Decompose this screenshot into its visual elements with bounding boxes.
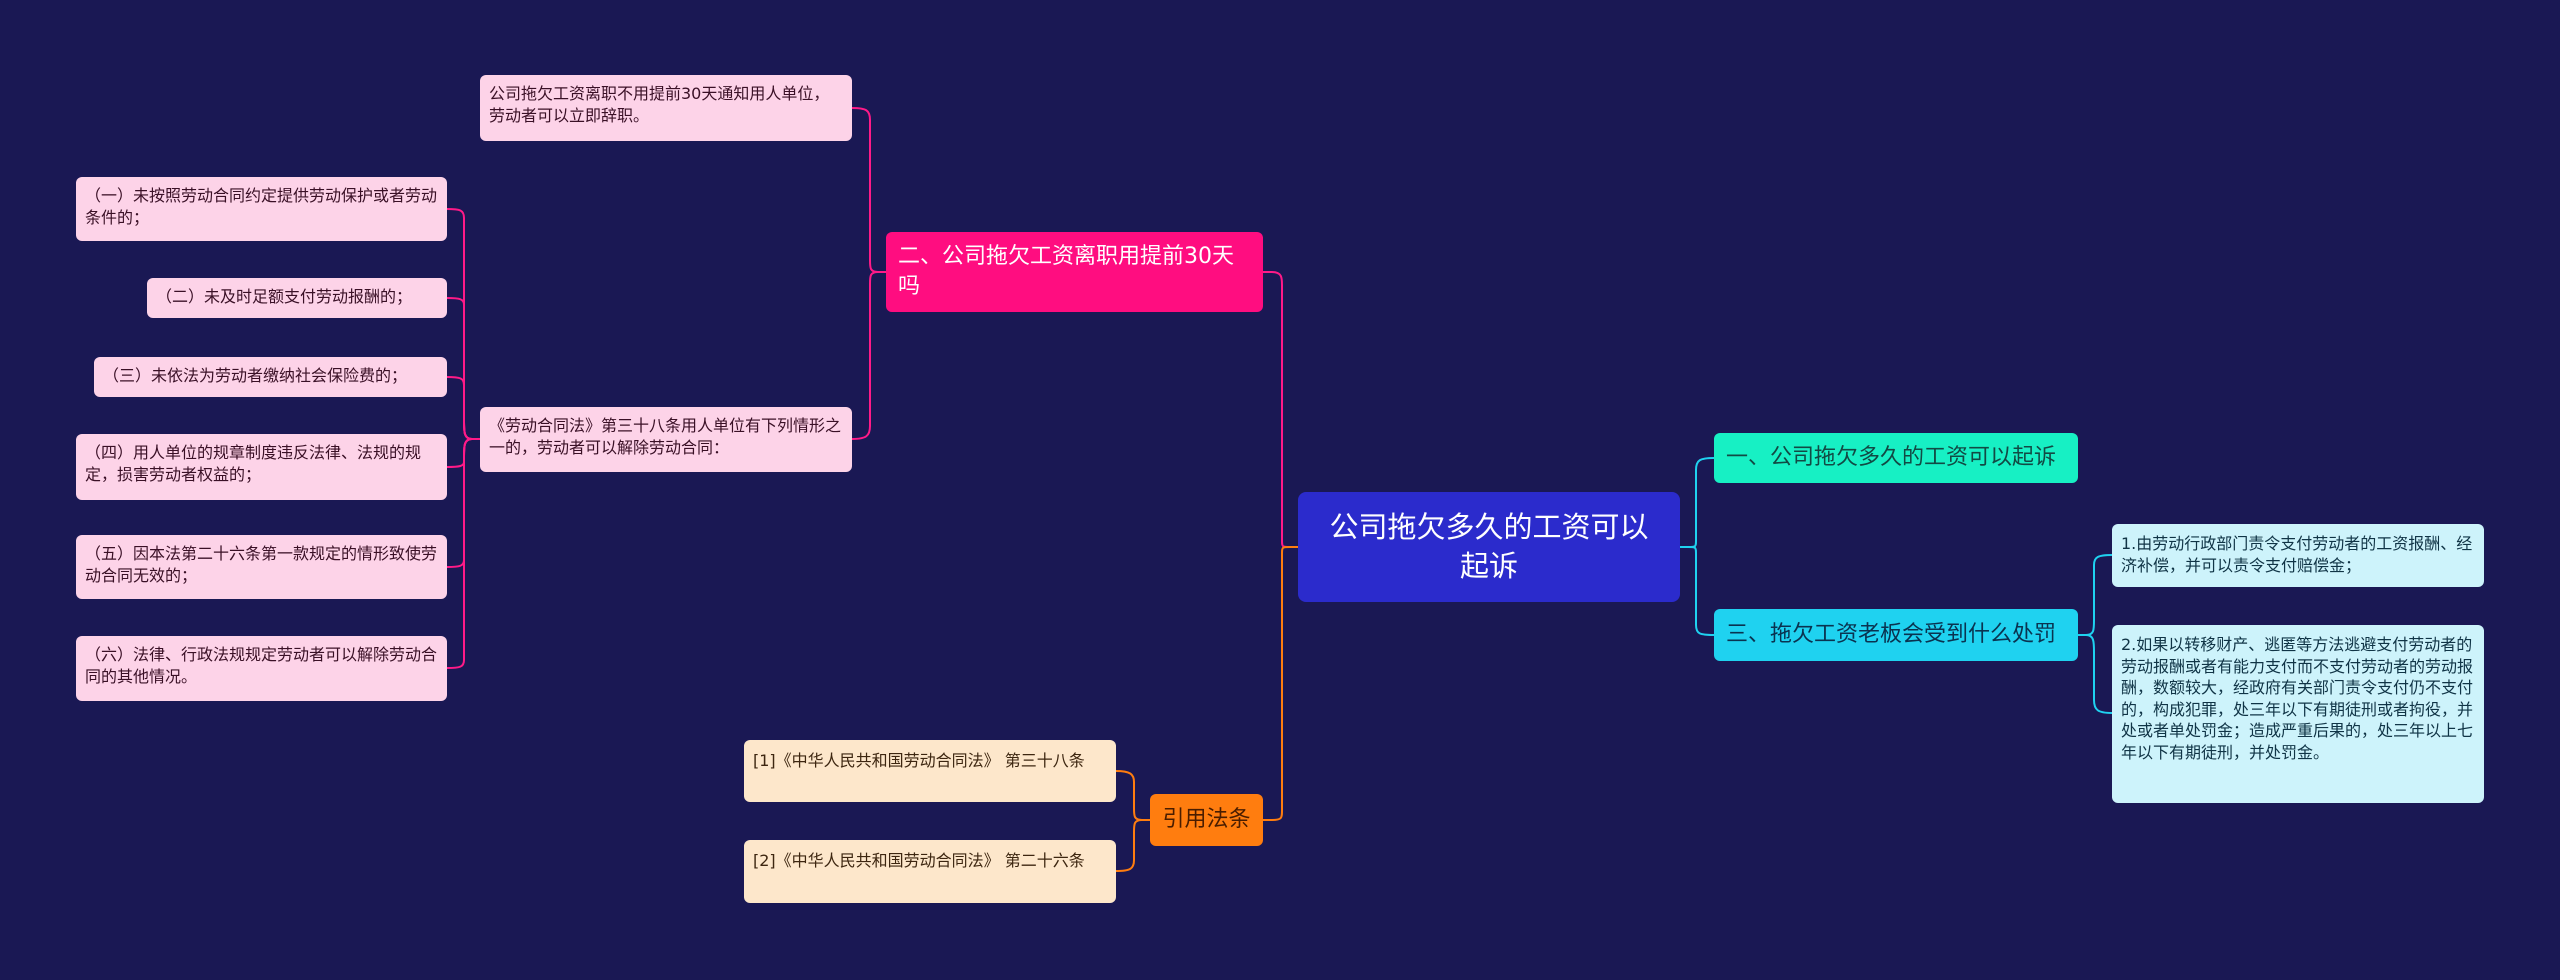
branch-node-resign-notice[interactable]: 二、公司拖欠工资离职用提前30天吗: [886, 232, 1263, 312]
branch-node-sue-timing[interactable]: 一、公司拖欠多久的工资可以起诉: [1714, 433, 2078, 483]
leaf-node-article-38-item-3[interactable]: （三）未依法为劳动者缴纳社会保险费的；: [94, 357, 447, 397]
leaf-node-article-38[interactable]: 《劳动合同法》第三十八条用人单位有下列情形之一的，劳动者可以解除劳动合同：: [480, 407, 852, 472]
leaf-node-law-citation-2[interactable]: [2]《中华人民共和国劳动合同法》 第二十六条: [744, 840, 1116, 903]
branch-node-penalty[interactable]: 三、拖欠工资老板会受到什么处罚: [1714, 609, 2078, 661]
leaf-node-article-38-item-4[interactable]: （四）用人单位的规章制度违反法律、法规的规定，损害劳动者权益的；: [76, 434, 447, 500]
leaf-node-resign-immediately[interactable]: 公司拖欠工资离职不用提前30天通知用人单位，劳动者可以立即辞职。: [480, 75, 852, 141]
root-node[interactable]: 公司拖欠多久的工资可以起诉: [1298, 492, 1680, 602]
leaf-node-article-38-item-2[interactable]: （二）未及时足额支付劳动报酬的；: [147, 278, 447, 318]
leaf-node-article-38-item-1[interactable]: （一）未按照劳动合同约定提供劳动保护或者劳动条件的；: [76, 177, 447, 241]
branch-node-cited-laws[interactable]: 引用法条: [1150, 794, 1263, 846]
leaf-node-article-38-item-6[interactable]: （六）法律、行政法规规定劳动者可以解除劳动合同的其他情况。: [76, 636, 447, 701]
leaf-node-article-38-item-5[interactable]: （五）因本法第二十六条第一款规定的情形致使劳动合同无效的；: [76, 535, 447, 599]
leaf-node-law-citation-1[interactable]: [1]《中华人民共和国劳动合同法》 第三十八条: [744, 740, 1116, 802]
leaf-node-penalty-1[interactable]: 1.由劳动行政部门责令支付劳动者的工资报酬、经济补偿，并可以责令支付赔偿金；: [2112, 524, 2484, 587]
leaf-node-penalty-2[interactable]: 2.如果以转移财产、逃匿等方法逃避支付劳动者的劳动报酬或者有能力支付而不支付劳动…: [2112, 625, 2484, 803]
